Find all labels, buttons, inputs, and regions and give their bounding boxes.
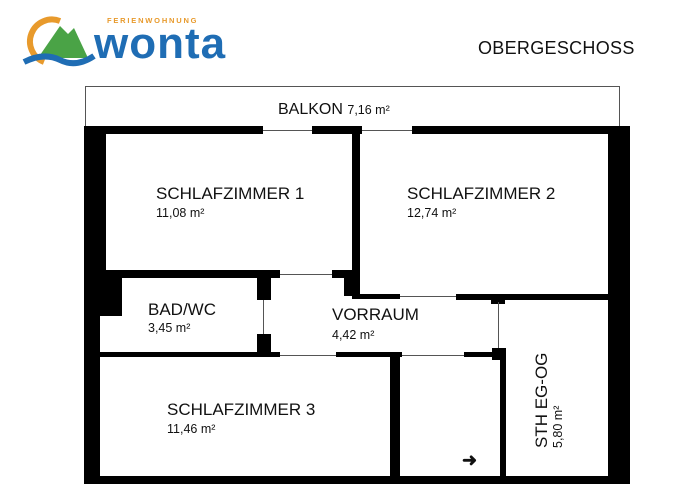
logo-wordmark: wonta	[94, 19, 227, 68]
wall	[312, 126, 362, 134]
room-bad-area: 3,45 m²	[148, 321, 191, 335]
wall	[332, 270, 360, 278]
room-name: BALKON	[278, 101, 343, 118]
direction-arrow-icon: ➜	[462, 450, 478, 470]
room-area: 5,80 m²	[551, 405, 565, 448]
room-stiege: STH EG-OG 5,80 m²	[532, 353, 565, 448]
wall	[257, 334, 271, 356]
wall	[257, 270, 271, 300]
logo-mark-icon	[22, 16, 96, 67]
window	[362, 130, 412, 131]
wall	[84, 126, 106, 276]
room-schlafzimmer1-name: SCHLAFZIMMER 1	[156, 184, 305, 203]
balcony-outline-top	[85, 86, 620, 87]
logo: FERIENWOHNUNG wonta	[16, 12, 231, 72]
wall	[352, 294, 400, 299]
wall	[352, 126, 360, 276]
room-vorraum-area: 4,42 m²	[332, 328, 375, 342]
room-schlafzimmer3-area: 11,46 m²	[167, 422, 216, 436]
wall	[608, 126, 630, 478]
room-vorraum-name: VORRAUM	[332, 305, 419, 324]
room-name: STH EG-OG	[532, 352, 551, 448]
wall	[390, 352, 400, 478]
logo-subtitle: FERIENWOHNUNG	[107, 16, 199, 25]
wall	[84, 270, 280, 278]
door-opening	[402, 355, 464, 356]
wall	[84, 316, 100, 478]
room-schlafzimmer2-name: SCHLAFZIMMER 2	[407, 184, 556, 203]
window	[263, 130, 312, 131]
wall	[84, 352, 280, 357]
wall	[491, 294, 505, 304]
wall	[336, 352, 402, 357]
wall	[456, 294, 630, 300]
door-opening	[280, 274, 332, 275]
wall	[500, 356, 506, 478]
wall	[464, 352, 494, 357]
room-area: 7,16 m²	[347, 103, 390, 117]
door-opening	[400, 296, 456, 297]
wall	[84, 276, 122, 316]
room-schlafzimmer1-area: 11,08 m²	[156, 206, 205, 220]
wall	[412, 126, 630, 134]
room-bad-name: BAD/WC	[148, 300, 216, 319]
floor-title: OBERGESCHOSS	[478, 38, 635, 58]
room-balkon: BALKON 7,16 m²	[278, 101, 390, 119]
balcony-outline-left	[85, 86, 86, 128]
room-schlafzimmer2-area: 12,74 m²	[407, 206, 457, 220]
balcony-outline-right	[619, 86, 620, 128]
door-opening	[280, 355, 336, 356]
room-schlafzimmer3-name: SCHLAFZIMMER 3	[167, 400, 316, 419]
door-opening	[498, 302, 499, 350]
door-opening	[263, 300, 264, 334]
wall	[84, 126, 263, 134]
wall	[84, 476, 630, 484]
